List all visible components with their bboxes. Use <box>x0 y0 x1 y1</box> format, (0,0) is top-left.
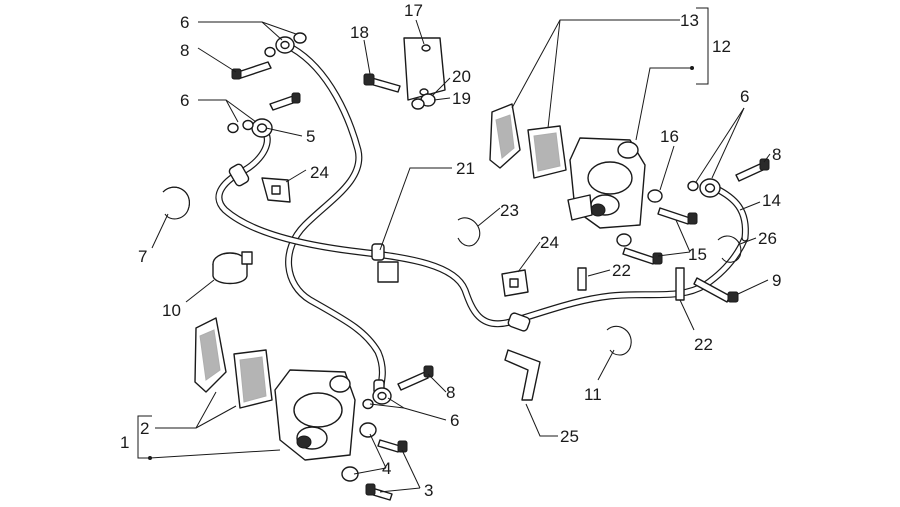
callout-18: 18 <box>350 23 369 42</box>
hose-clamps <box>162 186 742 356</box>
callout-4: 4 <box>382 459 391 478</box>
callout-6-lower: 6 <box>450 411 459 430</box>
lower-caliper-assembly <box>194 317 408 501</box>
callout-8-top: 8 <box>180 41 189 60</box>
callout-22-upper: 22 <box>612 261 631 280</box>
callout-26: 26 <box>758 229 777 248</box>
callout-22-lower: 22 <box>694 335 713 354</box>
callout-23: 23 <box>500 201 519 220</box>
callout-8-lower: 8 <box>446 383 455 402</box>
callout-10: 10 <box>162 301 181 320</box>
callout-21: 21 <box>456 159 475 178</box>
callout-5: 5 <box>306 127 315 146</box>
callout-7: 7 <box>138 247 147 266</box>
callout-12: 12 <box>712 37 731 56</box>
callout-25: 25 <box>560 427 579 446</box>
callout-24-right: 24 <box>540 233 559 252</box>
callout-8-right: 8 <box>772 145 781 164</box>
callout-6-middle-left: 6 <box>180 91 189 110</box>
callout-17: 17 <box>404 1 423 20</box>
right-caliper-assembly <box>489 103 698 265</box>
leader-lines <box>137 7 771 493</box>
callout-6-top: 6 <box>180 13 189 32</box>
callout-15: 15 <box>688 245 707 264</box>
callout-3: 3 <box>424 481 433 500</box>
callout-24-left: 24 <box>310 163 329 182</box>
callout-19: 19 <box>452 89 471 108</box>
brake-hoses <box>215 44 749 394</box>
callout-16: 16 <box>660 127 679 146</box>
callout-1: 1 <box>120 433 129 452</box>
callout-6-right: 6 <box>740 87 749 106</box>
callout-labels: 1 2 3 4 5 6 6 6 6 7 8 8 8 9 10 11 12 13 … <box>120 1 781 500</box>
callout-11: 11 <box>584 385 602 404</box>
banjo-bolts-washers <box>227 32 770 410</box>
callout-9: 9 <box>772 271 781 290</box>
callout-20: 20 <box>452 67 471 86</box>
callout-2: 2 <box>140 419 149 438</box>
callout-13: 13 <box>680 11 699 30</box>
callout-14: 14 <box>762 191 781 210</box>
brackets <box>261 37 685 401</box>
